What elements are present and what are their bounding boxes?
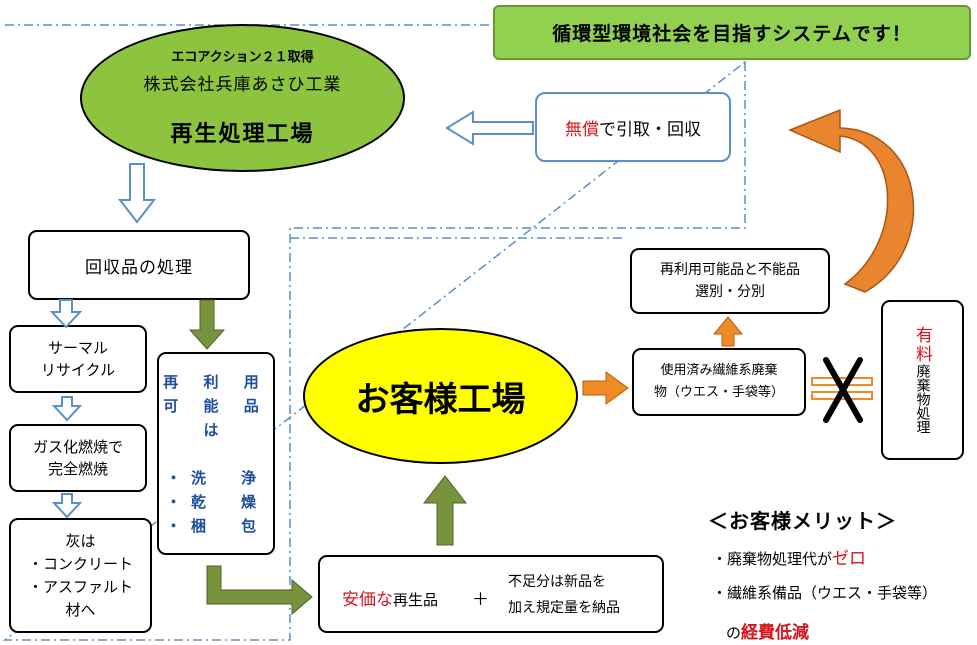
elbow-green-arrow: [206, 565, 313, 616]
thermal-recycle-box: サーマル リサイクル: [9, 325, 147, 393]
down-hollow-arrow-3: [51, 396, 83, 422]
processing-box: 回収品の処理: [28, 230, 250, 300]
curved-orange-arrow: [788, 108, 915, 293]
customer-factory: お客様工場: [303, 328, 578, 464]
supply-box: 安価な再生品 ＋ 不足分は新品を 加え規定量を納品: [318, 555, 664, 633]
factory-cert: エコアクション２１取得: [171, 50, 314, 65]
gasification-box: ガス化燃焼で 完全燃焼: [9, 424, 147, 492]
factory-company: 株式会社兵庫あさひ工業: [143, 75, 342, 95]
down-green-arrow: [188, 299, 226, 350]
merit-title: ＜お客様メリット＞: [708, 509, 897, 533]
used-waste-box: 使用済み繊維系廃棄 物（ウエス・手袋等）: [632, 348, 806, 416]
paid-disposal-box: 有料 廃棄物処理: [881, 300, 964, 460]
up-green-arrow: [422, 475, 468, 546]
down-hollow-arrow-2: [49, 299, 83, 329]
merit-item-2: ・繊維系備品（ウエス・手袋等）: [712, 584, 938, 602]
right-orange-arrow: [582, 371, 629, 405]
cross-mark: [823, 357, 863, 423]
recycling-factory: エコアクション２１取得 株式会社兵庫あさひ工業 再生処理工場: [80, 24, 405, 172]
up-orange-arrow: [712, 316, 744, 347]
merit-item-1: ・廃棄物処理代がゼロ: [712, 549, 867, 569]
merit-item-3: の経費低減: [726, 623, 810, 643]
ash-box: 灰は ・コンクリート ・アスファルト 材へ: [9, 518, 152, 633]
factory-name: 再生処理工場: [170, 122, 315, 147]
down-hollow-arrow-1: [117, 163, 157, 224]
left-hollow-arrow: [445, 110, 534, 146]
free-pickup-box: 無償で引取・回収: [535, 92, 731, 162]
sorting-box: 再利用可能品と不能品 選別・分別: [630, 248, 830, 314]
system-banner: 循環型環境社会を目指すシステムです！: [493, 5, 971, 60]
down-hollow-arrow-4: [51, 493, 83, 519]
reusable-box: 再 利 用 可 能 品 は ・洗 浄 ・乾 燥 ・梱 包: [157, 352, 275, 555]
